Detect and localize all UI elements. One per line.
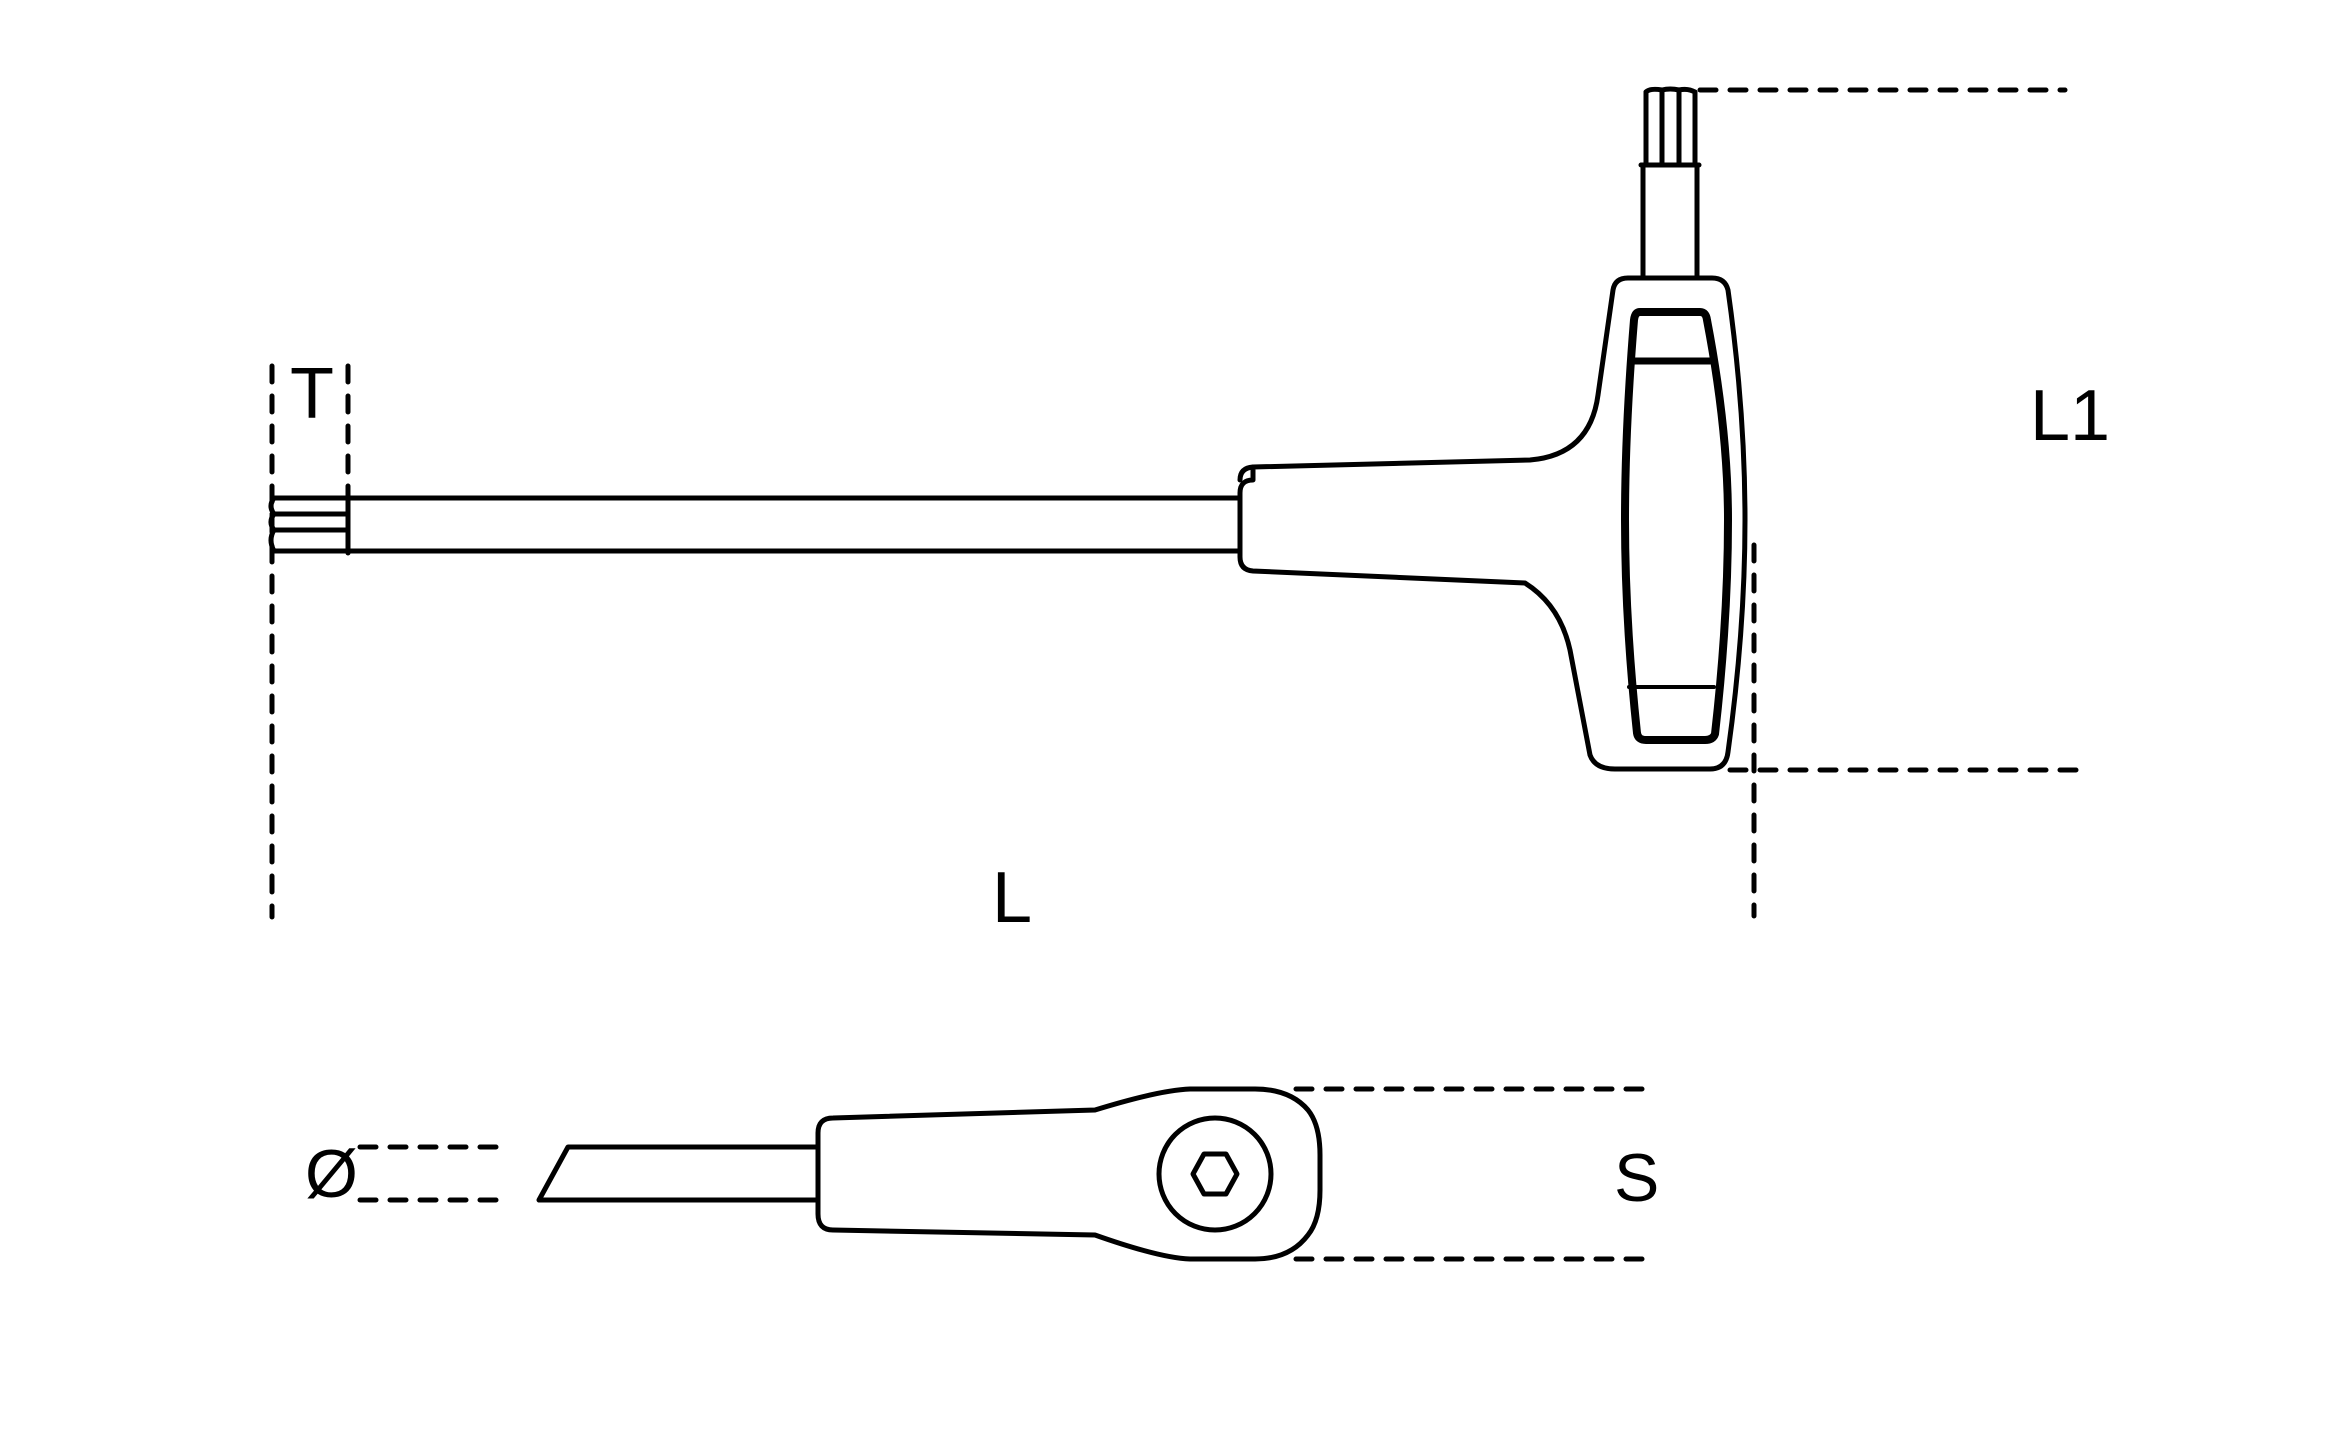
handle-top-view-outline	[815, 1086, 1323, 1262]
handle-outline	[1237, 275, 1748, 772]
side-view	[268, 86, 2083, 920]
shaft-top	[1638, 162, 1702, 280]
dimension-lines-side	[269, 87, 2083, 920]
torx-tip-top	[1643, 86, 1698, 166]
dimension-lines-top	[357, 1086, 1653, 1262]
shaft	[345, 493, 1243, 556]
hex-socket-icon	[1190, 1151, 1240, 1197]
shaft-top-view	[536, 1144, 821, 1203]
handle-grip-insert	[1621, 308, 1732, 744]
handle-end-circle	[1156, 1115, 1274, 1233]
dimension-label-s: S	[1614, 1140, 1660, 1216]
dimension-label-t: T	[290, 354, 334, 434]
dimension-label-diameter: Ø	[305, 1136, 358, 1212]
dimension-label-l: L	[992, 858, 1033, 938]
top-view	[357, 1086, 1653, 1262]
dimension-label-l1: L1	[2030, 376, 2111, 456]
torx-tip-left	[268, 495, 351, 554]
